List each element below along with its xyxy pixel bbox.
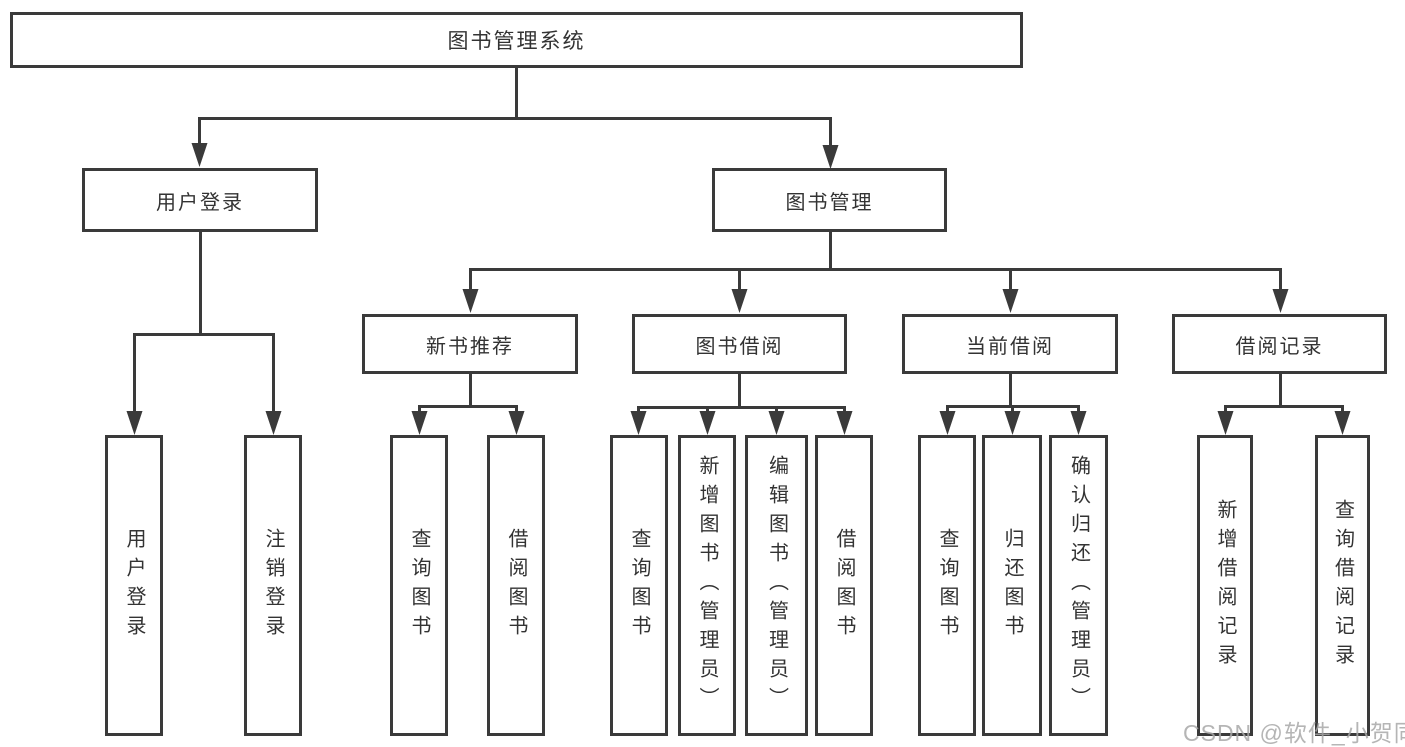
- node-label: 用户登录: [156, 191, 244, 214]
- leaf-borrowing-add-books-admin: 新增图书（管理员）: [678, 435, 736, 736]
- node-borrowing-records: 借阅记录: [1172, 314, 1387, 374]
- leaf-records-query-record: 查询借阅记录: [1315, 435, 1370, 736]
- node-label: 确认归还（管理员）: [1067, 455, 1090, 716]
- node-label: 新增图书（管理员）: [696, 455, 718, 716]
- node-current-borrowing: 当前借阅: [902, 314, 1118, 374]
- node-label: 借阅图书: [505, 527, 527, 644]
- node-label: 新增借阅记录: [1214, 498, 1236, 673]
- node-label: 用户登录: [123, 527, 145, 644]
- node-label: 借阅图书: [833, 527, 855, 644]
- node-label: 图书管理: [785, 191, 874, 214]
- leaf-records-add-record: 新增借阅记录: [1197, 435, 1253, 736]
- leaf-newbook-borrow-books: 借阅图书: [487, 435, 545, 736]
- leaf-borrowing-edit-books-admin: 编辑图书（管理员）: [745, 435, 808, 736]
- node-label: 图书管理系统: [447, 30, 586, 53]
- node-new-book-recommend: 新书推荐: [362, 314, 578, 374]
- node-label: 当前借阅: [966, 335, 1054, 358]
- leaf-current-confirm-return-admin: 确认归还（管理员）: [1049, 435, 1108, 736]
- leaf-newbook-query-books: 查询图书: [390, 435, 448, 736]
- leaf-current-return-books: 归还图书: [982, 435, 1042, 736]
- node-label: 查询图书: [408, 527, 430, 644]
- node-book-management: 图书管理: [712, 168, 947, 232]
- leaf-borrowing-borrow-books: 借阅图书: [815, 435, 873, 736]
- node-user-login: 用户登录: [82, 168, 318, 232]
- node-label: 注销登录: [262, 527, 284, 644]
- leaf-borrowing-query-books: 查询图书: [610, 435, 668, 736]
- node-library-management-system: 图书管理系统: [10, 12, 1023, 68]
- node-label: 归还图书: [1001, 527, 1023, 644]
- node-label: 查询借阅记录: [1331, 498, 1354, 673]
- watermark: CSDN @软件_小贺同学: [1183, 720, 1405, 746]
- leaf-user-login: 用户登录: [105, 435, 163, 736]
- node-label: 查询图书: [936, 527, 958, 644]
- node-label: 借阅记录: [1235, 335, 1324, 358]
- node-label: 编辑图书（管理员）: [765, 455, 788, 716]
- node-label: 查询图书: [628, 527, 650, 644]
- node-label: 新书推荐: [426, 335, 514, 358]
- leaf-current-query-books: 查询图书: [918, 435, 976, 736]
- node-book-borrowing: 图书借阅: [632, 314, 847, 374]
- leaf-logout: 注销登录: [244, 435, 302, 736]
- node-label: 图书借阅: [695, 335, 784, 358]
